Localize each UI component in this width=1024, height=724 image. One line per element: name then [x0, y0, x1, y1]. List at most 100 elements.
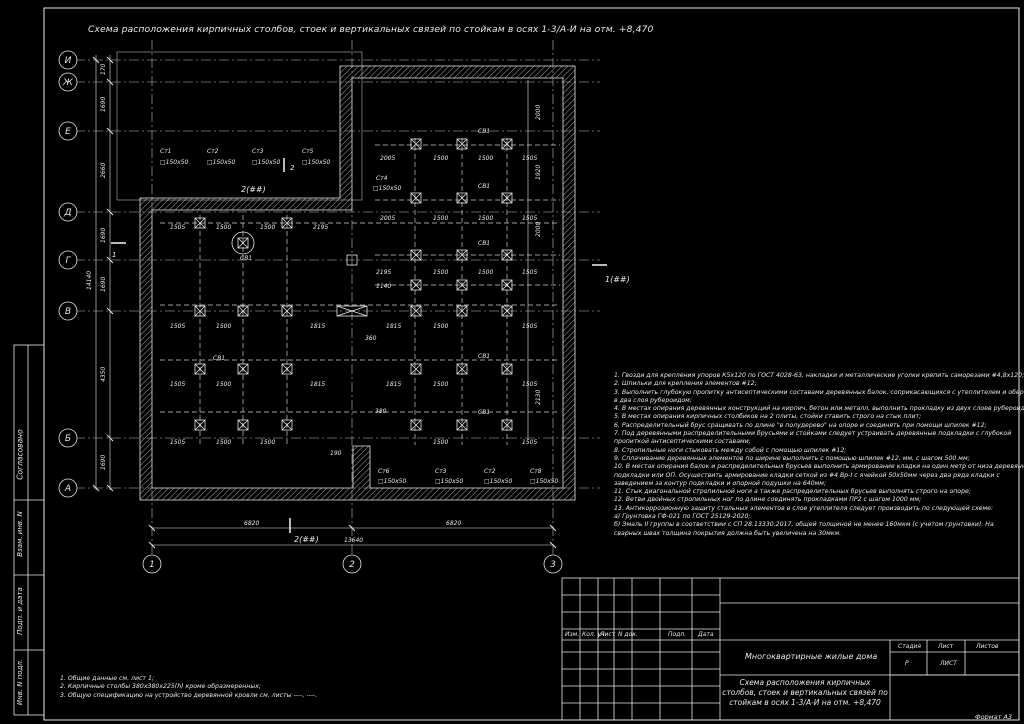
post-label: Ст2: [484, 468, 496, 475]
post-label: Ст3: [252, 148, 264, 155]
dim-total: 14140: [86, 271, 93, 290]
dim-text: 1505: [170, 439, 185, 446]
note-line: 10. В местах опирания балок и распредели…: [614, 463, 1024, 471]
dim-text: 1815: [386, 323, 401, 330]
dim-text: 1815: [386, 381, 401, 388]
brace-label: СВ1: [478, 128, 490, 135]
dim-text: 190: [330, 450, 342, 457]
note-line: заведением за контур подкладки и опорной…: [614, 479, 827, 487]
beam-lines: [160, 138, 560, 445]
post-row-4: [346, 249, 513, 266]
dim-text: 1690: [100, 455, 107, 470]
post-section: □150x50: [207, 159, 235, 166]
dim-text: 1500: [433, 155, 448, 162]
cut-label: 2(##): [241, 185, 266, 194]
dim-text: 6820: [446, 520, 461, 527]
dim-text: 1500: [478, 155, 493, 162]
brace-label: СВ1: [478, 353, 490, 360]
dim-text: 1500: [478, 269, 493, 276]
sheet-format: Формат А3: [975, 713, 1013, 721]
stamp-col-izm: Изм.: [565, 631, 580, 638]
brace-label: СВ1: [478, 240, 490, 247]
brace-label: СВ1: [213, 355, 225, 362]
general-note-line: 3. Общую спецификацию на устройство дере…: [60, 691, 318, 699]
dim-text: 2195: [376, 269, 391, 276]
note-line: 1. Гвозди для крепления упоров К5х120 по…: [614, 372, 1024, 379]
stamp-sheet: ЛИСТ: [940, 660, 957, 667]
dim-text: 1505: [522, 215, 537, 222]
stamp-sheets-header: Листов: [976, 643, 999, 650]
cut-mark: 2: [290, 164, 295, 172]
dim-text: 1500: [260, 224, 275, 231]
dim-text: 6820: [244, 520, 259, 527]
note-line: 4. В местах опирания деревянных конструк…: [614, 405, 1024, 413]
brace-label: СВ1: [478, 183, 490, 190]
dim-text: 2000: [535, 105, 542, 120]
post-row-7: [194, 363, 513, 375]
note-line: 3. Выполнить глубокую пропитку антисепти…: [614, 388, 1024, 396]
dim-text: 1500: [216, 224, 231, 231]
axis-label-row: Ж: [62, 78, 73, 88]
cut-mark: 1: [112, 251, 116, 259]
dim-text: 2660: [100, 163, 107, 178]
stamp-stage: Р: [905, 660, 909, 667]
stamp-project: Многоквартирные жилые дома: [745, 652, 878, 661]
dim-text: 1815: [310, 323, 325, 330]
axis-label-row: В: [65, 307, 71, 317]
post-section: □150x50: [484, 478, 512, 485]
dim-text: 1500: [216, 323, 231, 330]
post-label: Ст1: [160, 148, 172, 155]
general-note-line: 2. Кирпичные столбы 380х380х225(h) кроме…: [60, 683, 261, 691]
dim-text: 1500: [433, 381, 448, 388]
post-section: □150x50: [530, 478, 558, 485]
grid-axes: [75, 40, 600, 555]
dim-text: 1505: [522, 155, 537, 162]
post-section: □150x50: [302, 159, 330, 166]
post-label: Ст6: [378, 468, 390, 475]
side-stamp-sign: Подп. и дата: [16, 587, 24, 635]
note-line: 9. Сплачивание деревянных элементов по ш…: [614, 454, 970, 462]
post-section: □150x50: [252, 159, 280, 166]
note-line: б) Эмаль II группы в соответствии с СП 2…: [614, 521, 994, 529]
section-cuts: [111, 158, 607, 533]
post-label: Ст3: [435, 468, 447, 475]
dim-text: 2005: [380, 215, 395, 222]
dim-text: 1690: [100, 228, 107, 243]
dim-text: 13640: [344, 537, 363, 544]
dimension-texts: 14140 170 1690 2660 1690 1690 4350 1690 …: [86, 63, 542, 544]
post-row-6: [194, 305, 513, 317]
general-note-line: 1. Общие данные см. лист 1;: [60, 675, 154, 682]
dim-text: 1140: [376, 283, 391, 290]
dim-text: 1500: [260, 439, 275, 446]
post-section: □150x50: [160, 159, 188, 166]
dim-text: 1500: [433, 439, 448, 446]
stamp-col-date: Дата: [698, 631, 714, 638]
brace-label: СВ1: [478, 409, 490, 416]
axis-label-col: 3: [550, 560, 556, 570]
outline-old-roof: [116, 51, 363, 201]
detail-circle: [231, 231, 255, 255]
post-section: □150x50: [373, 185, 401, 192]
note-line: 6. Распределительный брус сращивать по д…: [614, 421, 987, 429]
note-line: сварных швах толщина покрытия должна быт…: [614, 529, 842, 537]
cut-label: 2(##): [294, 535, 319, 544]
title-block-lines: [561, 577, 1020, 721]
dim-text: 1690: [100, 277, 107, 292]
stamp-sheet-title: Схема расположения кирпичных столбов, ст…: [722, 678, 888, 707]
dim-text: 1500: [433, 269, 448, 276]
dim-text: 380: [375, 408, 387, 415]
dim-text: 1505: [170, 323, 185, 330]
axis-label-col: 1: [149, 560, 155, 570]
side-stamp-inv: Инв. N подл.: [16, 658, 24, 706]
stamp-col-podp: Подп.: [668, 631, 687, 638]
post-labels: Ст1 □150x50 Ст2 □150x50 Ст3 □150x50 Ст5 …: [112, 128, 630, 544]
axis-label-row: Е: [65, 127, 71, 137]
side-stamp-lines: [13, 344, 45, 716]
note-line: 5. В местах опирания кирпичных столбиков…: [614, 413, 922, 421]
notes-block: 1. Гвозди для крепления упоров К5х120 по…: [614, 372, 1024, 538]
sheet-title: Схема расположения кирпичных столбов, ст…: [88, 24, 654, 35]
general-notes: 1. Общие данные см. лист 1; 2. Кирпичные…: [60, 675, 317, 700]
sheet-frame: [43, 7, 1020, 721]
dim-text: 1505: [522, 269, 537, 276]
